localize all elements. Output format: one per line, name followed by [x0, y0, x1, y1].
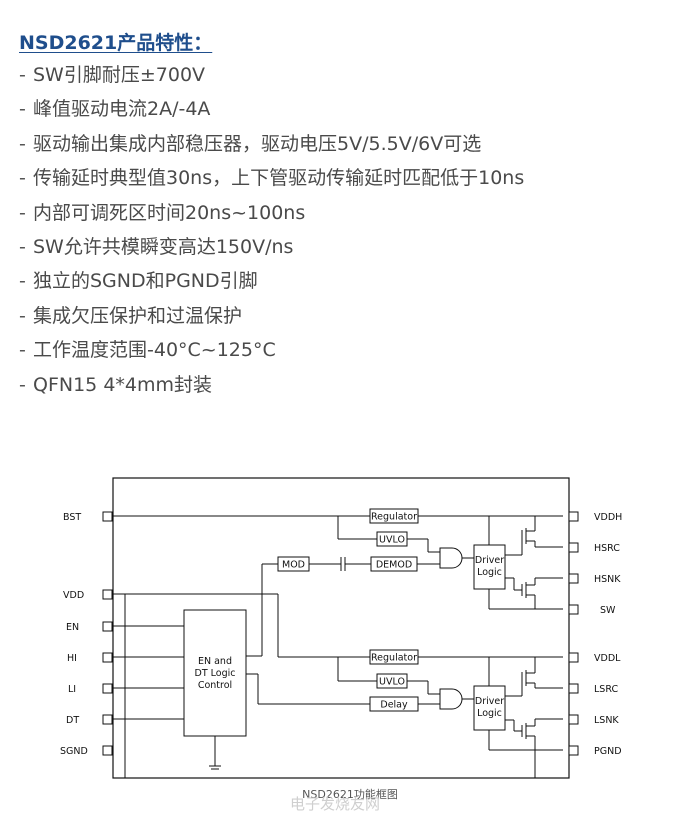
- svg-text:HSNK: HSNK: [594, 574, 621, 585]
- svg-text:Delay: Delay: [380, 700, 408, 711]
- svg-text:Driver: Driver: [475, 555, 504, 566]
- feature-item: -SW引脚耐压±700V: [19, 64, 206, 86]
- mosfet-low-bottom: [505, 718, 563, 778]
- feature-item: -独立的SGND和PGND引脚: [19, 270, 258, 293]
- svg-text:DEMOD: DEMOD: [376, 560, 412, 571]
- regulator-low-block: Regulator: [369, 649, 419, 665]
- feature-item: -内部可调死区时间20ns~100ns: [19, 201, 306, 224]
- svg-text:LSRC: LSRC: [594, 684, 618, 695]
- mosfet-high-bottom: [505, 577, 563, 609]
- feature-item: -峰值驱动电流2A/-4A: [19, 98, 211, 121]
- pin-vddh: VDDH: [568, 511, 622, 523]
- pin-bst: BST: [63, 511, 338, 523]
- svg-text:LSNK: LSNK: [594, 715, 619, 726]
- pin-hsrc: HSRC: [568, 542, 620, 554]
- feature-list: -SW引脚耐压±700V -峰值驱动电流2A/-4A -驱动输出集成内部稳压器，…: [19, 58, 524, 402]
- svg-text:SW: SW: [600, 605, 616, 616]
- svg-text:DT: DT: [66, 715, 79, 726]
- uvlo-high-block: UVLO: [376, 531, 408, 547]
- watermark: 电子发烧友网: [290, 795, 381, 813]
- pin-li: LI: [68, 683, 184, 695]
- pin-hsnk: HSNK: [568, 573, 621, 585]
- pin-hi: HI: [67, 652, 184, 664]
- svg-text:PGND: PGND: [594, 746, 622, 757]
- and-gate-high: [439, 547, 463, 569]
- svg-text:Logic: Logic: [477, 567, 502, 578]
- svg-text:Regulator: Regulator: [371, 512, 417, 523]
- feature-item: -工作温度范围-40°C~125°C: [19, 339, 276, 362]
- mod-block: MOD: [277, 556, 310, 572]
- feature-item: -传输延时典型值30ns，上下管驱动传输延时匹配低于10ns: [19, 167, 525, 190]
- driver-low-block: Driver Logic: [473, 685, 506, 731]
- pin-sgnd: SGND: [60, 745, 113, 757]
- svg-text:MOD: MOD: [282, 560, 305, 571]
- svg-text:Control: Control: [198, 680, 232, 691]
- svg-text:BST: BST: [63, 512, 81, 523]
- feature-item: -集成欠压保护和过温保护: [19, 304, 243, 327]
- svg-text:VDDH: VDDH: [594, 512, 622, 523]
- pin-vdd: VDD: [63, 589, 563, 778]
- svg-text:Logic: Logic: [477, 708, 502, 719]
- svg-text:EN: EN: [66, 622, 79, 633]
- svg-text:Driver: Driver: [475, 696, 504, 707]
- svg-text:VDD: VDD: [63, 590, 84, 601]
- svg-text:HSRC: HSRC: [594, 543, 620, 554]
- uvlo-low-block: UVLO: [376, 673, 408, 689]
- pin-sw: SW: [568, 604, 616, 616]
- pin-en: EN: [66, 621, 184, 633]
- svg-text:DT Logic: DT Logic: [195, 668, 236, 679]
- control-block: EN and DT Logic Control: [183, 609, 247, 770]
- pin-pgnd: PGND: [568, 745, 622, 757]
- diagram-caption: NSD2621功能框图: [302, 788, 398, 801]
- mosfet-high-top: [505, 516, 563, 556]
- driver-high-block: Driver Logic: [473, 544, 506, 590]
- svg-text:HI: HI: [67, 653, 77, 664]
- regulator-high-block: Regulator: [369, 508, 419, 524]
- page-title: NSD2621产品特性：: [19, 32, 213, 54]
- mosfet-low-top: [505, 657, 563, 697]
- svg-text:LI: LI: [68, 684, 76, 695]
- pin-lsrc: LSRC: [568, 683, 618, 695]
- pin-vddl: VDDL: [568, 652, 621, 664]
- svg-text:SGND: SGND: [60, 746, 88, 757]
- pin-dt: DT: [66, 714, 184, 726]
- svg-text:UVLO: UVLO: [379, 535, 405, 546]
- svg-text:EN and: EN and: [198, 656, 232, 667]
- svg-text:Regulator: Regulator: [371, 653, 417, 664]
- chip-outline: [112, 477, 570, 779]
- feature-item: -QFN15 4*4mm封装: [19, 373, 213, 396]
- delay-block: Delay: [369, 696, 419, 712]
- and-gate-low: [439, 688, 463, 710]
- feature-item: -SW允许共模瞬变高达150V/ns: [19, 235, 294, 258]
- demod-block: DEMOD: [370, 556, 418, 572]
- pin-lsnk: LSNK: [568, 714, 619, 726]
- svg-text:UVLO: UVLO: [379, 677, 405, 688]
- feature-item: -驱动输出集成内部稳压器，驱动电压5V/5.5V/6V可选: [19, 132, 482, 155]
- svg-text:VDDL: VDDL: [594, 653, 621, 664]
